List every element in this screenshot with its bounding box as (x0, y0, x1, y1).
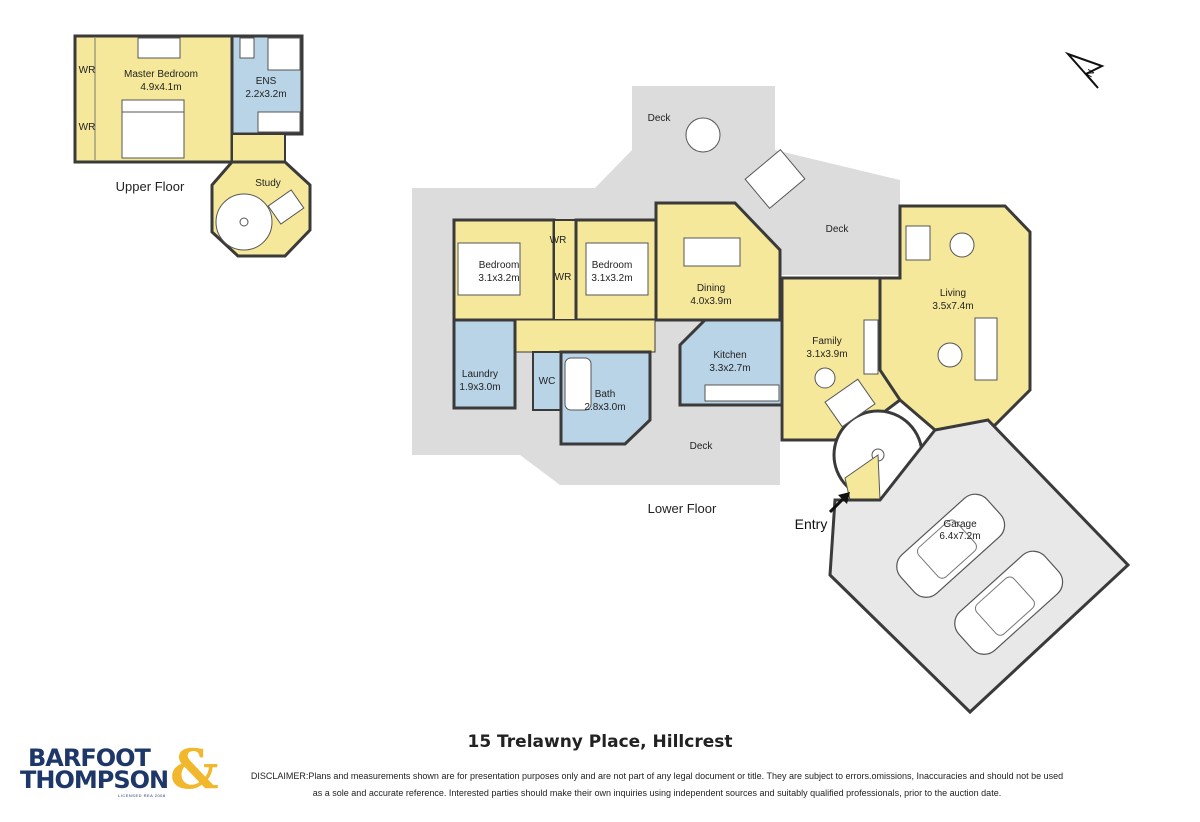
room-living-name: Living (940, 288, 966, 299)
family-fireplace-icon (863, 319, 879, 375)
bathtub-icon (564, 357, 592, 411)
room-ens-name: ENS (256, 76, 277, 87)
bed-1-icon (457, 242, 521, 296)
logo-tagline: LICENSED REA 2008 (118, 793, 166, 798)
disclaimer: DISCLAIMER:Plans and measurements shown … (222, 768, 1092, 802)
room-study-name: Study (255, 178, 281, 189)
room-dining-dim: 4.0x3.9m (690, 296, 731, 307)
room-bed1-dim: 3.1x3.2m (478, 273, 519, 284)
entry-label: Entry (795, 516, 828, 532)
barfoot-thompson-logo: BARFOOT THOMPSON & LICENSED REA 2008 (20, 742, 220, 798)
wr-label-3: WR (550, 235, 567, 246)
logo-ampersand: & (170, 737, 219, 801)
room-master-dim: 4.9x4.1m (140, 82, 181, 93)
deck-stairs-icon (744, 148, 806, 210)
room-wc-name: WC (539, 376, 556, 387)
deck-label-top: Deck (648, 113, 672, 124)
desk-icon (267, 189, 305, 225)
deck-label-right: Deck (826, 224, 850, 235)
deck-label-bottom: Deck (690, 441, 714, 452)
wr-label-4: WR (555, 272, 572, 283)
bed-2-icon (585, 242, 649, 296)
room-labels: Upper Floor Lower Floor Master Bedroom 4… (79, 65, 981, 542)
laundry-area (452, 318, 517, 410)
room-family-name: Family (812, 336, 841, 347)
logo-line-2: THOMPSON (20, 766, 169, 794)
room-dining-name: Dining (697, 283, 725, 294)
room-laundry-name: Laundry (462, 369, 498, 380)
dining-table-icon (683, 237, 741, 267)
room-bed2-name: Bedroom (592, 260, 633, 271)
property-address: 15 Trelawny Place, Hillcrest (467, 732, 733, 752)
room-kitchen-name: Kitchen (713, 350, 746, 361)
room-bath-dim: 2.8x3.0m (584, 402, 625, 413)
logo-line-1: BARFOOT (28, 744, 151, 772)
floor-label-lower: Lower Floor (648, 501, 717, 516)
room-bed1-name: Bedroom (479, 260, 520, 271)
upper-hall-area (231, 133, 286, 163)
garage-area (828, 418, 1131, 715)
deck-table-icon (685, 117, 721, 153)
north-compass-icon: N (1064, 51, 1105, 89)
room-ens-dim: 2.2x3.2m (245, 89, 286, 100)
room-bed2-dim: 3.1x3.2m (591, 273, 632, 284)
wr-label-1: WR (79, 65, 96, 76)
room-laundry-dim: 1.9x3.0m (459, 382, 500, 393)
kitchen-area (678, 318, 784, 407)
wr-label-2: WR (79, 122, 96, 133)
lower-floor-plan (412, 86, 1131, 715)
toilet-icon (239, 37, 255, 59)
living-sofa-icon (974, 317, 998, 381)
living-chair-icon (905, 225, 931, 261)
vanity-icon (257, 111, 301, 133)
kitchen-bench-icon (704, 384, 780, 402)
room-family-dim: 3.1x3.9m (806, 349, 847, 360)
floor-label-upper: Upper Floor (116, 179, 185, 194)
room-bath-name: Bath (595, 389, 616, 400)
entry-arrow-icon (828, 492, 850, 514)
family-armchair-icon (824, 378, 876, 428)
upper-floor-plan (73, 34, 312, 258)
car-icon-2 (954, 550, 1064, 655)
room-kitchen-dim: 3.3x2.7m (709, 363, 750, 374)
room-living-dim: 3.5x7.4m (932, 301, 973, 312)
living-table-icon (949, 232, 975, 258)
family-table-icon (814, 367, 836, 389)
sofa-icon (137, 37, 181, 59)
living-table-2-icon (937, 342, 963, 368)
room-master-name: Master Bedroom (124, 69, 198, 80)
room-garage-name: Garage (943, 519, 977, 530)
shower-icon (267, 37, 301, 71)
disclaimer-line-2: as a sole and accurate reference. Intere… (312, 788, 1002, 798)
room-garage-dim: 6.4x7.2m (939, 531, 980, 542)
disclaimer-line-1: DISCLAIMER:Plans and measurements shown … (250, 771, 1064, 781)
compass-letter: N (1084, 68, 1097, 80)
hallway-area (514, 319, 656, 353)
car-icon-1 (896, 493, 1006, 598)
